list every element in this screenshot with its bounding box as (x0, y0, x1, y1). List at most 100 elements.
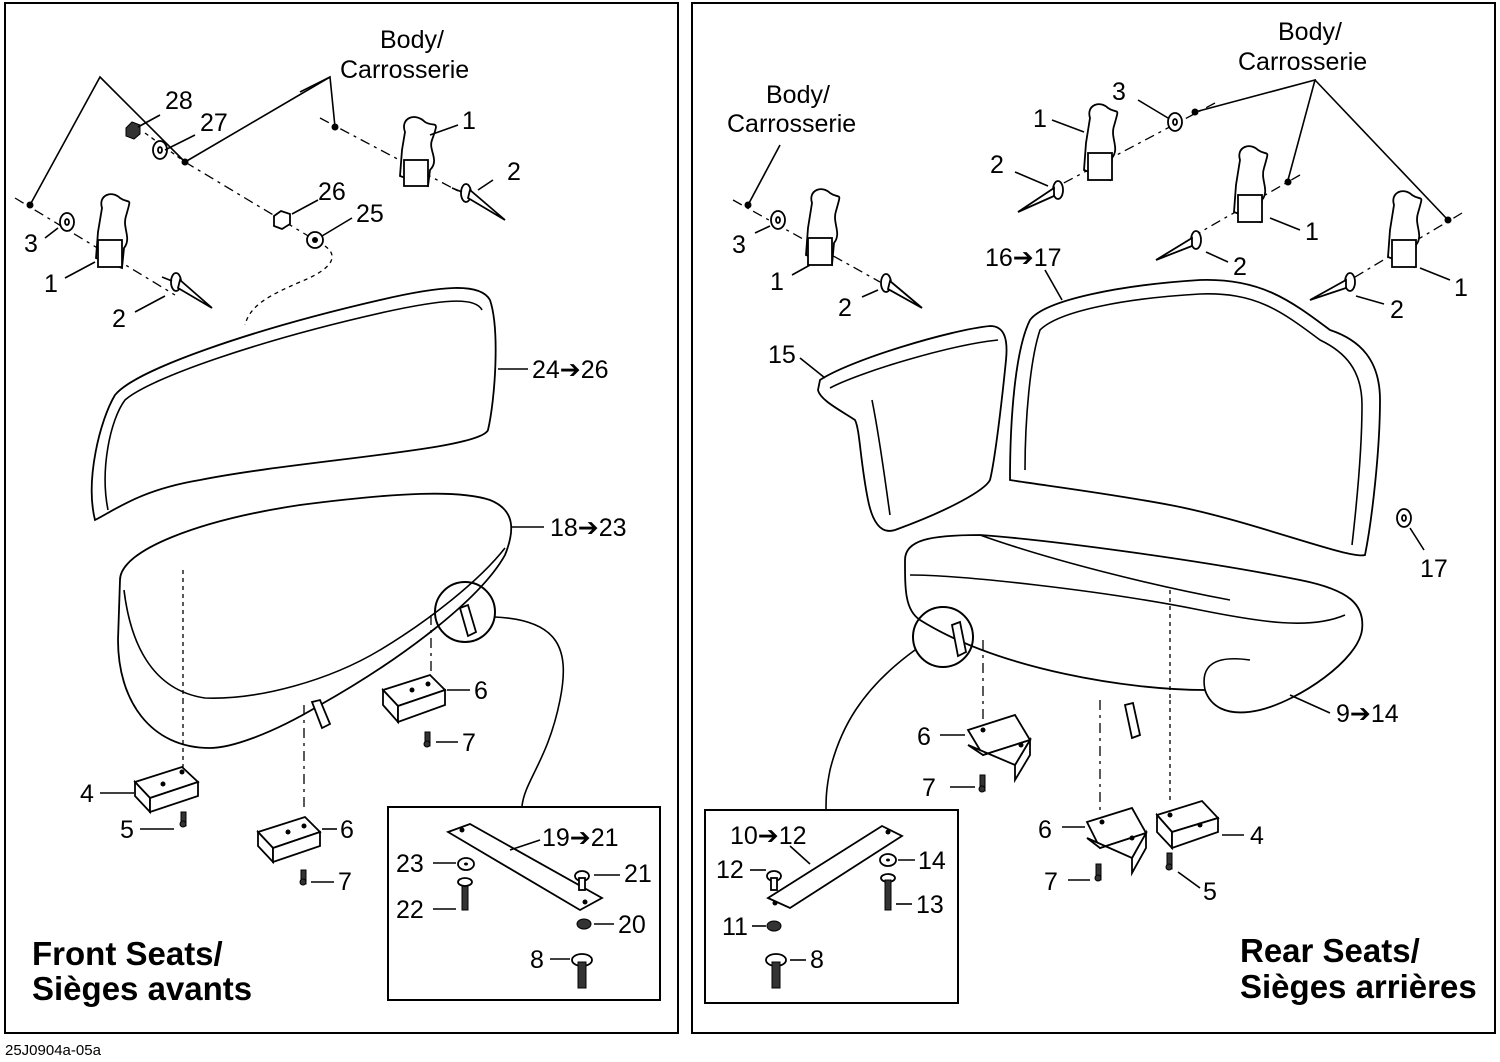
washer-icon (770, 210, 786, 230)
pin-icon (1017, 180, 1064, 213)
body-label: Carrosserie (1238, 48, 1367, 76)
callout-20: 20 (618, 911, 646, 939)
front-seats-drawing: Body/ Carrosserie 28 27 1 2 26 25 3 1 2 … (14, 26, 661, 1007)
callout-22: 22 (396, 896, 424, 924)
callout-5: 5 (1203, 878, 1217, 906)
callout-2: 2 (112, 305, 126, 333)
callout-13: 13 (916, 891, 944, 919)
callout-6: 6 (1038, 816, 1052, 844)
callout-1: 1 (770, 268, 784, 296)
detail-magnifier (434, 581, 496, 643)
callout-4: 4 (1250, 822, 1264, 850)
callout-1: 1 (1454, 274, 1468, 302)
rear-side-panel (817, 325, 1008, 532)
callout-1: 1 (462, 107, 476, 135)
washer-icon (1396, 508, 1412, 528)
callout-7: 7 (922, 774, 936, 802)
pin-icon (880, 273, 923, 309)
callout-18-23: 18➔23 (550, 514, 627, 542)
callout-19-21: 19➔21 (542, 824, 619, 852)
front-body-reference-lines (26, 75, 339, 209)
callout-2: 2 (507, 158, 521, 186)
front-detail-box (387, 806, 661, 1001)
callout-12: 12 (716, 856, 744, 884)
rear-seats-title: Rear Seats/ (1240, 932, 1420, 969)
rear-body-reference-lines (744, 78, 1452, 224)
washer-icon (1167, 112, 1183, 132)
pin-icon (1309, 272, 1356, 301)
pin-icon (451, 183, 506, 221)
bracket-icon (1233, 145, 1269, 224)
rivet-icon (574, 870, 590, 891)
front-leader-lines (44, 114, 620, 960)
front-seat-cushion (117, 492, 513, 749)
screw-icon (880, 873, 896, 911)
screw-icon (978, 774, 986, 793)
callout-6: 6 (340, 816, 354, 844)
block-icon (1085, 806, 1148, 877)
callout-1: 1 (44, 270, 58, 298)
screw-icon (765, 953, 787, 989)
screw-icon (1094, 863, 1102, 882)
washer-icon (59, 212, 75, 232)
callout-14: 14 (918, 847, 946, 875)
callout-2: 2 (838, 294, 852, 322)
callout-21: 21 (624, 860, 652, 888)
screw-icon (179, 811, 187, 828)
bracket-icon (399, 116, 437, 188)
callout-8: 8 (530, 946, 544, 974)
callout-23: 23 (396, 850, 424, 878)
callout-6: 6 (917, 723, 931, 751)
block-icon (1155, 799, 1220, 851)
diagram-code: 25J0904a-05a (5, 1042, 102, 1059)
callout-3: 3 (732, 231, 746, 259)
rear-backrest (1009, 279, 1381, 557)
strap-bracket-icon (766, 824, 904, 910)
callout-9-14: 9➔14 (1336, 700, 1399, 728)
bracket-icon (1387, 190, 1423, 269)
callout-4: 4 (80, 780, 94, 808)
body-label: Body/ (766, 81, 830, 109)
callout-3: 3 (1112, 78, 1126, 106)
pin-icon (161, 272, 213, 309)
bracket-icon (805, 188, 841, 267)
washer-icon (457, 857, 475, 871)
rear-seats-drawing: Body/ Carrosserie Body/ Carrosserie 3 1 … (704, 18, 1477, 1005)
front-seats-panel (4, 2, 679, 1034)
callout-7: 7 (1044, 868, 1058, 896)
callout-7: 7 (338, 868, 352, 896)
rear-seats-title: Sièges arrières (1240, 968, 1477, 1005)
callout-26: 26 (318, 178, 346, 206)
body-label: Carrosserie (340, 56, 469, 84)
callout-3: 3 (24, 230, 38, 258)
detail-magnifier (912, 606, 974, 668)
callout-5: 5 (120, 816, 134, 844)
rear-seat-cushion (904, 534, 1364, 714)
body-label: Body/ (1278, 18, 1342, 46)
screw-icon (299, 869, 307, 886)
front-seats-title: Sièges avants (32, 970, 252, 1007)
rear-seats-panel (691, 2, 1496, 1034)
callout-8: 8 (810, 946, 824, 974)
pin-icon (1155, 230, 1202, 261)
callout-2: 2 (1390, 296, 1404, 324)
screw-icon (571, 953, 593, 989)
callout-6: 6 (474, 677, 488, 705)
callout-7: 7 (462, 729, 476, 757)
bracket-icon (1083, 103, 1119, 182)
callout-27: 27 (200, 109, 228, 137)
gear-washer-icon (306, 231, 324, 249)
callout-24-26: 24➔26 (532, 356, 609, 384)
bracket-icon (95, 193, 131, 270)
block-icon (133, 765, 200, 815)
nut-icon (766, 920, 782, 932)
nut-icon (576, 918, 592, 930)
front-seats-title: Front Seats/ (32, 935, 223, 972)
nut-icon (125, 121, 141, 140)
block-icon (381, 673, 447, 725)
rear-detail-box (704, 809, 959, 1004)
callout-17: 17 (1420, 555, 1448, 583)
callout-1: 1 (1305, 218, 1319, 246)
washer-icon (879, 853, 897, 867)
